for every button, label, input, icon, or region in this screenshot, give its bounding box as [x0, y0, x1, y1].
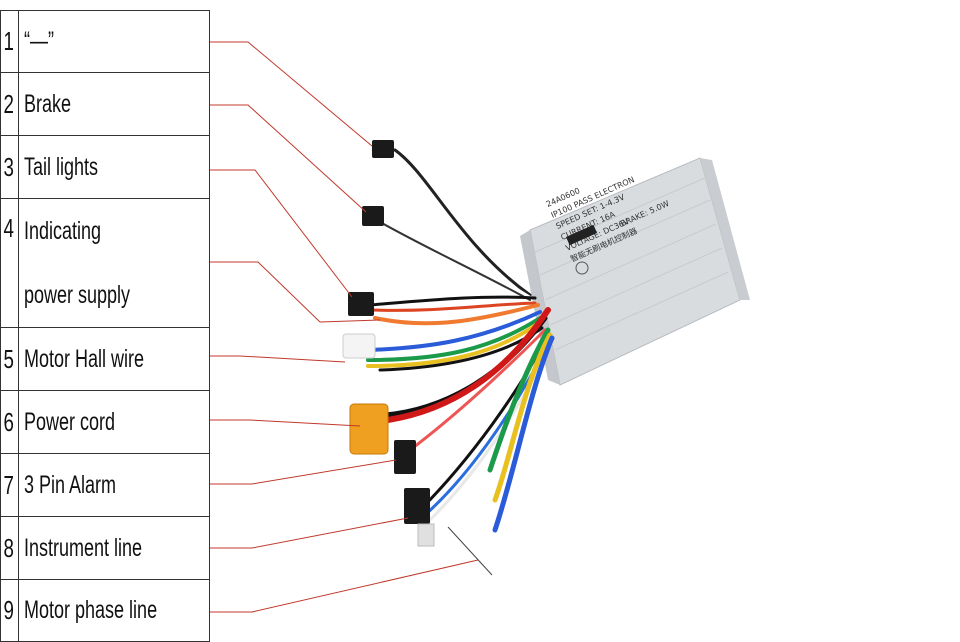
wire-legend-table: 1 “—” 2 Brake 3 Tail lights 4 Indicating… [0, 10, 211, 642]
legend-row-label-line1: Indicating [24, 217, 102, 245]
legend-row-number: 9 [0, 579, 15, 642]
legend-row-label-line2: power supply [24, 281, 131, 309]
connector-2 [362, 206, 384, 226]
legend-row: 8 Instrument line [0, 516, 211, 580]
leader-lines [180, 41, 493, 613]
controller-box: 智能无刷电机控制器 VOLTAGE: DC36V CURRENT: 16A SP… [520, 157, 750, 386]
legend-row-number: 3 [0, 135, 15, 199]
connector-6 [349, 403, 389, 455]
legend-row-label: Instrument line [24, 533, 143, 562]
legend-row: 9 Motor phase line [0, 579, 211, 642]
connector-3 [348, 292, 374, 316]
legend-row-number: 5 [0, 327, 15, 391]
legend-row-number: 6 [0, 390, 15, 454]
legend-row: 7 3 Pin Alarm [0, 453, 211, 517]
legend-row: 2 Brake [0, 72, 211, 136]
legend-row-number: 8 [0, 516, 15, 580]
wire-bundle [366, 148, 555, 533]
legend-row-number: 4 [0, 198, 15, 328]
legend-row: 3 Tail lights [0, 135, 211, 199]
leader-line-4 [180, 261, 381, 323]
legend-row: 6 Power cord [0, 390, 211, 454]
legend-row-number: 7 [0, 453, 15, 517]
connector-7 [394, 440, 416, 474]
legend-row-label: Power cord [24, 407, 116, 436]
connector-8 [404, 488, 430, 524]
leader-line-9 [180, 559, 479, 613]
legend-row-number: 2 [0, 72, 15, 136]
legend-row: 5 Motor Hall wire [0, 327, 211, 391]
legend-row-label: Motor Hall wire [24, 344, 145, 373]
connectors [342, 140, 435, 547]
connector-9 [417, 523, 435, 547]
connector-5 [342, 333, 376, 359]
leader-line-7 [180, 459, 397, 485]
legend-row-number: 1 [0, 10, 15, 73]
legend-row-label: 3 Pin Alarm [24, 470, 117, 499]
legend-row: 1 “—” [0, 10, 211, 73]
legend-row: 4 Indicating power supply [0, 198, 211, 328]
legend-row-label: Brake [24, 89, 72, 118]
legend-row-label: “—” [24, 27, 55, 55]
connector-1 [372, 140, 394, 158]
legend-row-label: Tail lights [24, 152, 99, 181]
legend-row-label: Motor phase line [24, 596, 158, 624]
leader-line-8 [180, 517, 409, 549]
